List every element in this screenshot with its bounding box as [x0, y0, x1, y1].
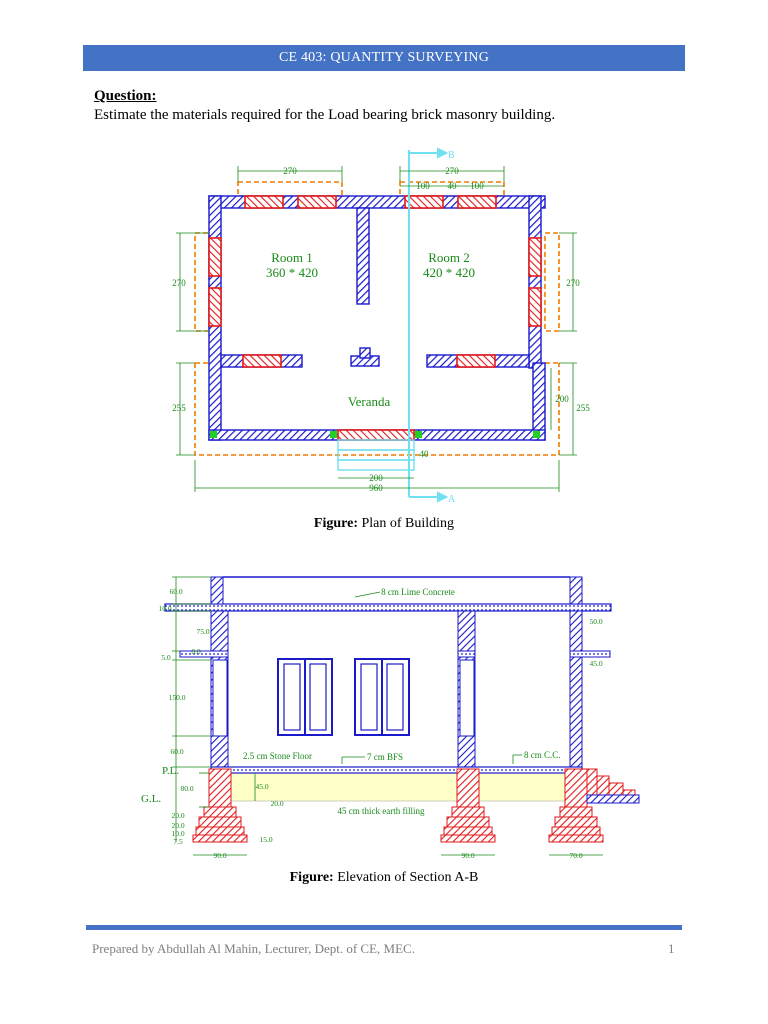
elevation-dimension-lines: [172, 576, 603, 856]
room-1-size: 360 * 420: [266, 265, 318, 280]
room-1-name: Room 1: [271, 250, 313, 265]
dim-step1: 20.0: [171, 811, 184, 820]
room-2-size: 420 * 420: [423, 265, 475, 280]
plan-caption-label: Figure:: [313, 516, 358, 531]
dim-sunshade: 5.0: [161, 653, 171, 662]
section-label-b: B: [448, 150, 455, 161]
dim-left-upper: 270: [172, 278, 186, 288]
dim-base: 20.0: [270, 799, 283, 808]
dim-sun-right: 45.0: [589, 659, 602, 668]
dim-fill: 45.0: [255, 782, 268, 791]
dim-found-a: 15.0: [259, 835, 272, 844]
dim-found-mid: 90.0: [461, 851, 474, 860]
document-header: CE 403: QUANTITY SURVEYING: [83, 45, 685, 71]
dim-step2: 20.0: [171, 821, 184, 830]
plan-openings: [208, 195, 542, 441]
dim-lintel: 8.0: [191, 647, 201, 656]
plan-caption-text: Plan of Building: [358, 516, 455, 531]
dim-window: 150.0: [169, 693, 186, 702]
dim-right-upper: 270: [566, 278, 580, 288]
note-floor: 2.5 cm Stone Floor: [243, 751, 312, 761]
elevation-caption: Figure: Elevation of Section A-B: [0, 870, 768, 886]
dim-bottom-inner: 200: [369, 473, 383, 483]
section-line: [408, 147, 449, 503]
note-cc: 8 cm C.C.: [524, 750, 561, 760]
dim-plinth: 80.0: [180, 784, 193, 793]
level-pl: P.L.: [162, 765, 179, 777]
dim-step3: 10.0: [171, 829, 184, 838]
dim-slab: 10.0: [158, 604, 171, 613]
note-filling: 45 cm thick earth filling: [338, 806, 425, 816]
foundation-outline: [194, 181, 560, 456]
dim-left-lower: 255: [172, 403, 186, 413]
elevation-caption-label: Figure:: [289, 870, 334, 885]
dim-top-right: 270: [445, 166, 459, 176]
elevation-figure: 8 cm Lime Concrete 2.5 cm Stone Floor 7 …: [141, 576, 640, 860]
dim-proj-right: 50.0: [589, 617, 602, 626]
parapet-left: [210, 576, 224, 605]
dim-parapet: 60.0: [169, 587, 182, 596]
veranda-label: Veranda: [348, 394, 391, 409]
footer-rule: [86, 925, 682, 930]
note-roof: 8 cm Lime Concrete: [381, 587, 455, 597]
level-gl: G.L.: [141, 793, 161, 805]
earth-filling: [228, 772, 588, 802]
roof-slab: [164, 603, 612, 612]
dim-top-left: 270: [283, 166, 297, 176]
dim-step: 40: [420, 449, 430, 459]
dim-plinth-wall: 60.0: [170, 747, 183, 756]
column-markers: [210, 431, 540, 438]
dim-split-b: 40: [448, 181, 458, 191]
question-text: Estimate the materials required for the …: [94, 107, 556, 123]
plan-figure: B A Room 1 360 * 420 Room 2 420 * 420 Ve…: [172, 147, 590, 505]
dim-found-left: 90.0: [213, 851, 226, 860]
elevation-caption-text: Elevation of Section A-B: [333, 870, 479, 885]
note-dpc: 7 cm BFS: [367, 752, 403, 762]
page-number: 1: [668, 941, 675, 956]
dim-step4: 7.5: [173, 837, 183, 846]
question-label: Question:: [94, 88, 157, 104]
room-2-name: Room 2: [428, 250, 470, 265]
plan-caption: Figure: Plan of Building: [0, 516, 768, 532]
dim-right-inner: 200: [555, 394, 569, 404]
entry-steps: [337, 439, 415, 471]
footer-text: Prepared by Abdullah Al Mahin, Lecturer,…: [92, 941, 415, 956]
dim-split-c: 100: [470, 181, 484, 191]
foundations: [192, 768, 636, 843]
section-label-a: A: [448, 494, 456, 505]
dim-bottom-total: 960: [369, 483, 383, 493]
dim-lintel-gap: 75.0: [196, 627, 209, 636]
floor-slab: [210, 766, 583, 774]
dim-right-lower: 255: [576, 403, 590, 413]
parapet-right: [569, 576, 583, 605]
dim-split-a: 100: [416, 181, 430, 191]
elevation-windows: [277, 658, 410, 736]
plan-dimension-lines: [176, 166, 577, 492]
dim-found-right: 70.0: [569, 851, 582, 860]
